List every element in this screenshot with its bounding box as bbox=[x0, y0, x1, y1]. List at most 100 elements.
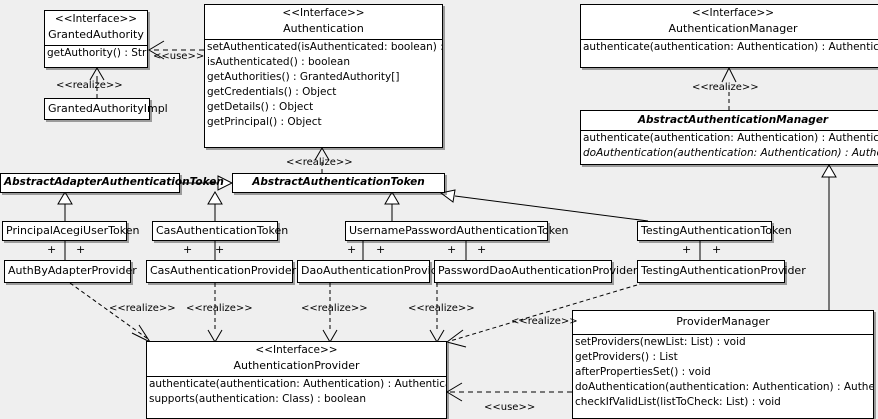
operation-row: afterPropertiesSet() : void bbox=[575, 365, 711, 378]
operation-row: doAuthentication(authentication: Authent… bbox=[575, 380, 873, 393]
assoc-marker-plus: + bbox=[347, 243, 357, 256]
operation-row: setAuthenticated(isAuthenticated: boolea… bbox=[207, 41, 442, 54]
assoc-marker-plus: + bbox=[47, 243, 57, 256]
operation-row: getPrincipal() : Object bbox=[207, 116, 322, 129]
class-abstract-authentication-token[interactable]: AbstractAuthenticationToken bbox=[232, 173, 445, 193]
operation-row: setProviders(newList: List) : void bbox=[575, 335, 746, 348]
class-password-dao-authentication-provider[interactable]: PasswordDaoAuthenticationProvider bbox=[434, 260, 638, 283]
class-name-label: AbstractAuthenticationToken bbox=[252, 176, 425, 188]
stereotype-label: <<Interface>> bbox=[54, 13, 138, 25]
edge-generalize-usernamepasswordtoken bbox=[384, 191, 400, 221]
class-authentication-provider[interactable]: <<Interface>> AuthenticationProvider aut… bbox=[146, 341, 447, 419]
operation-row: authenticate(authentication: Authenticat… bbox=[149, 378, 446, 391]
class-header: CasAuthenticationProvider bbox=[147, 261, 297, 281]
class-authentication[interactable]: <<Interface>> Authentication setAuthenti… bbox=[204, 4, 443, 148]
stereotype-label: <<Interface>> bbox=[691, 7, 775, 19]
class-name-label: Authentication bbox=[283, 22, 364, 36]
class-header: <<Interface>> AuthenticationProvider bbox=[147, 342, 446, 376]
edge-generalize-casauthenticationtoken bbox=[207, 191, 223, 221]
class-header: <<Interface>> Authentication bbox=[205, 5, 442, 39]
assoc-marker-plus: + bbox=[183, 243, 193, 256]
assoc-marker-plus: + bbox=[376, 243, 386, 256]
stereotype-label: <<Interface>> bbox=[255, 344, 338, 356]
edge-label-realize-daoauthenticationprovider: <<realize>> bbox=[301, 303, 368, 314]
class-name-label: DaoAuthenticationProvider bbox=[301, 264, 449, 277]
class-header: AbstractAuthenticationToken bbox=[233, 174, 444, 192]
operation-row: getAuthority() : String bbox=[47, 47, 147, 60]
class-principal-acegi-user-token[interactable]: PrincipalAcegiUserToken bbox=[2, 221, 140, 241]
operations-compartment: authenticate(authentication: Authenticat… bbox=[581, 130, 878, 161]
class-header: DaoAuthenticationProvider bbox=[298, 261, 449, 281]
operations-compartment: authenticate(authentication: Authenticat… bbox=[147, 376, 446, 407]
class-username-password-authentication-token[interactable]: UsernamePasswordAuthenticationToken bbox=[345, 221, 569, 241]
edge-label-realize-casauthenticationprovider: <<realize>> bbox=[186, 303, 253, 314]
edge-generalize-testingauthenticationtoken bbox=[439, 189, 649, 222]
class-header: AbstractAdapterAuthenticationToken bbox=[1, 174, 224, 192]
class-header: TestingAuthenticationProvider bbox=[638, 261, 806, 281]
class-name-label: AuthenticationManager bbox=[668, 22, 798, 36]
class-authentication-manager[interactable]: <<Interface>> AuthenticationManager auth… bbox=[580, 4, 878, 68]
edge-label-realize-abstractauthenticationtoken: <<realize>> bbox=[286, 157, 353, 168]
operations-compartment: setAuthenticated(isAuthenticated: boolea… bbox=[205, 39, 442, 130]
operation-row: checkIfValidList(listToCheck: List) : vo… bbox=[575, 395, 781, 408]
operation-row: getDetails() : Object bbox=[207, 101, 314, 114]
operations-compartment: authenticate(authentication: Authenticat… bbox=[581, 39, 878, 55]
class-abstract-adapter-authentication-token[interactable]: AbstractAdapterAuthenticationToken bbox=[0, 173, 224, 193]
class-testing-authentication-provider[interactable]: TestingAuthenticationProvider bbox=[637, 260, 806, 283]
edge-use-providermanager-authenticationprovider bbox=[446, 382, 572, 402]
class-name-label: UsernamePasswordAuthenticationToken bbox=[349, 224, 569, 237]
class-name-label: CasAuthenticationProvider bbox=[150, 264, 297, 277]
class-granted-authority[interactable]: <<Interface>> GrantedAuthority getAuthor… bbox=[44, 10, 148, 68]
edge-generalize-principalacegiusertoken bbox=[57, 191, 73, 221]
operation-row: isAuthenticated() : boolean bbox=[207, 56, 350, 69]
class-name-label: TestingAuthenticationToken bbox=[641, 224, 792, 237]
class-name-label: AbstractAuthenticationManager bbox=[637, 114, 829, 126]
class-auth-by-adapter-provider[interactable]: AuthByAdapterProvider bbox=[4, 260, 137, 283]
edge-label-realize-passworddaoauthenticationprovider: <<realize>> bbox=[408, 303, 475, 314]
edge-label-realize-abstractauthenticationmanager: <<realize>> bbox=[692, 82, 759, 93]
class-header: GrantedAuthorityImpl bbox=[45, 99, 168, 119]
edge-label-use-authentication-grantedauthority: <<use>> bbox=[153, 51, 205, 62]
edge-label-realize-grantedauthorityimpl: <<realize>> bbox=[56, 80, 123, 91]
class-name-label: AuthenticationProvider bbox=[233, 359, 360, 373]
assoc-marker-plus: + bbox=[712, 243, 722, 256]
assoc-marker-plus: + bbox=[477, 243, 487, 256]
class-cas-authentication-provider[interactable]: CasAuthenticationProvider bbox=[146, 260, 297, 283]
edge-label-realize-testingauthenticationprovider: <<realize>> bbox=[511, 316, 578, 327]
class-header: CasAuthenticationToken bbox=[153, 222, 288, 241]
edge-label-use-providermanager: <<use>> bbox=[484, 402, 536, 413]
assoc-marker-plus: + bbox=[682, 243, 692, 256]
operations-compartment: getAuthority() : String bbox=[45, 45, 147, 61]
class-header: <<Interface>> GrantedAuthority bbox=[45, 11, 147, 45]
class-name-label: AbstractAdapterAuthenticationToken bbox=[4, 176, 224, 188]
class-header: UsernamePasswordAuthenticationToken bbox=[346, 222, 569, 241]
class-provider-manager[interactable]: ProviderManager setProviders(newList: Li… bbox=[572, 310, 874, 419]
assoc-marker-plus: + bbox=[76, 243, 86, 256]
class-granted-authority-impl[interactable]: GrantedAuthorityImpl bbox=[44, 98, 168, 120]
class-cas-authentication-token[interactable]: CasAuthenticationToken bbox=[152, 221, 288, 241]
class-name-label: GrantedAuthority bbox=[48, 28, 144, 42]
class-name-label: PrincipalAcegiUserToken bbox=[6, 224, 140, 237]
operation-row: doAuthentication(authentication: Authent… bbox=[583, 147, 878, 160]
class-header: <<Interface>> AuthenticationManager bbox=[581, 5, 878, 39]
operation-row: getAuthorities() : GrantedAuthority[] bbox=[207, 71, 400, 84]
class-testing-authentication-token[interactable]: TestingAuthenticationToken bbox=[637, 221, 792, 241]
operation-row: getProviders() : List bbox=[575, 350, 678, 363]
class-header: TestingAuthenticationToken bbox=[638, 222, 792, 241]
class-header: ProviderManager bbox=[573, 311, 873, 332]
class-header: PasswordDaoAuthenticationProvider bbox=[435, 261, 638, 281]
operation-row: authenticate(authentication: Authenticat… bbox=[583, 41, 878, 54]
class-header: PrincipalAcegiUserToken bbox=[3, 222, 140, 241]
assoc-marker-plus: + bbox=[215, 243, 225, 256]
class-dao-authentication-provider[interactable]: DaoAuthenticationProvider bbox=[297, 260, 449, 283]
class-name-label: TestingAuthenticationProvider bbox=[641, 264, 806, 277]
operation-row: authenticate(authentication: Authenticat… bbox=[583, 132, 878, 145]
edge-label-realize-authbyadapterprovider: <<realize>> bbox=[109, 303, 176, 314]
operation-row: supports(authentication: Class) : boolea… bbox=[149, 393, 366, 406]
class-name-label: PasswordDaoAuthenticationProvider bbox=[438, 264, 638, 277]
class-name-label: GrantedAuthorityImpl bbox=[48, 102, 168, 115]
class-name-label: AuthByAdapterProvider bbox=[8, 264, 137, 277]
class-abstract-authentication-manager[interactable]: AbstractAuthenticationManager authentica… bbox=[580, 110, 878, 165]
assoc-marker-plus: + bbox=[447, 243, 457, 256]
